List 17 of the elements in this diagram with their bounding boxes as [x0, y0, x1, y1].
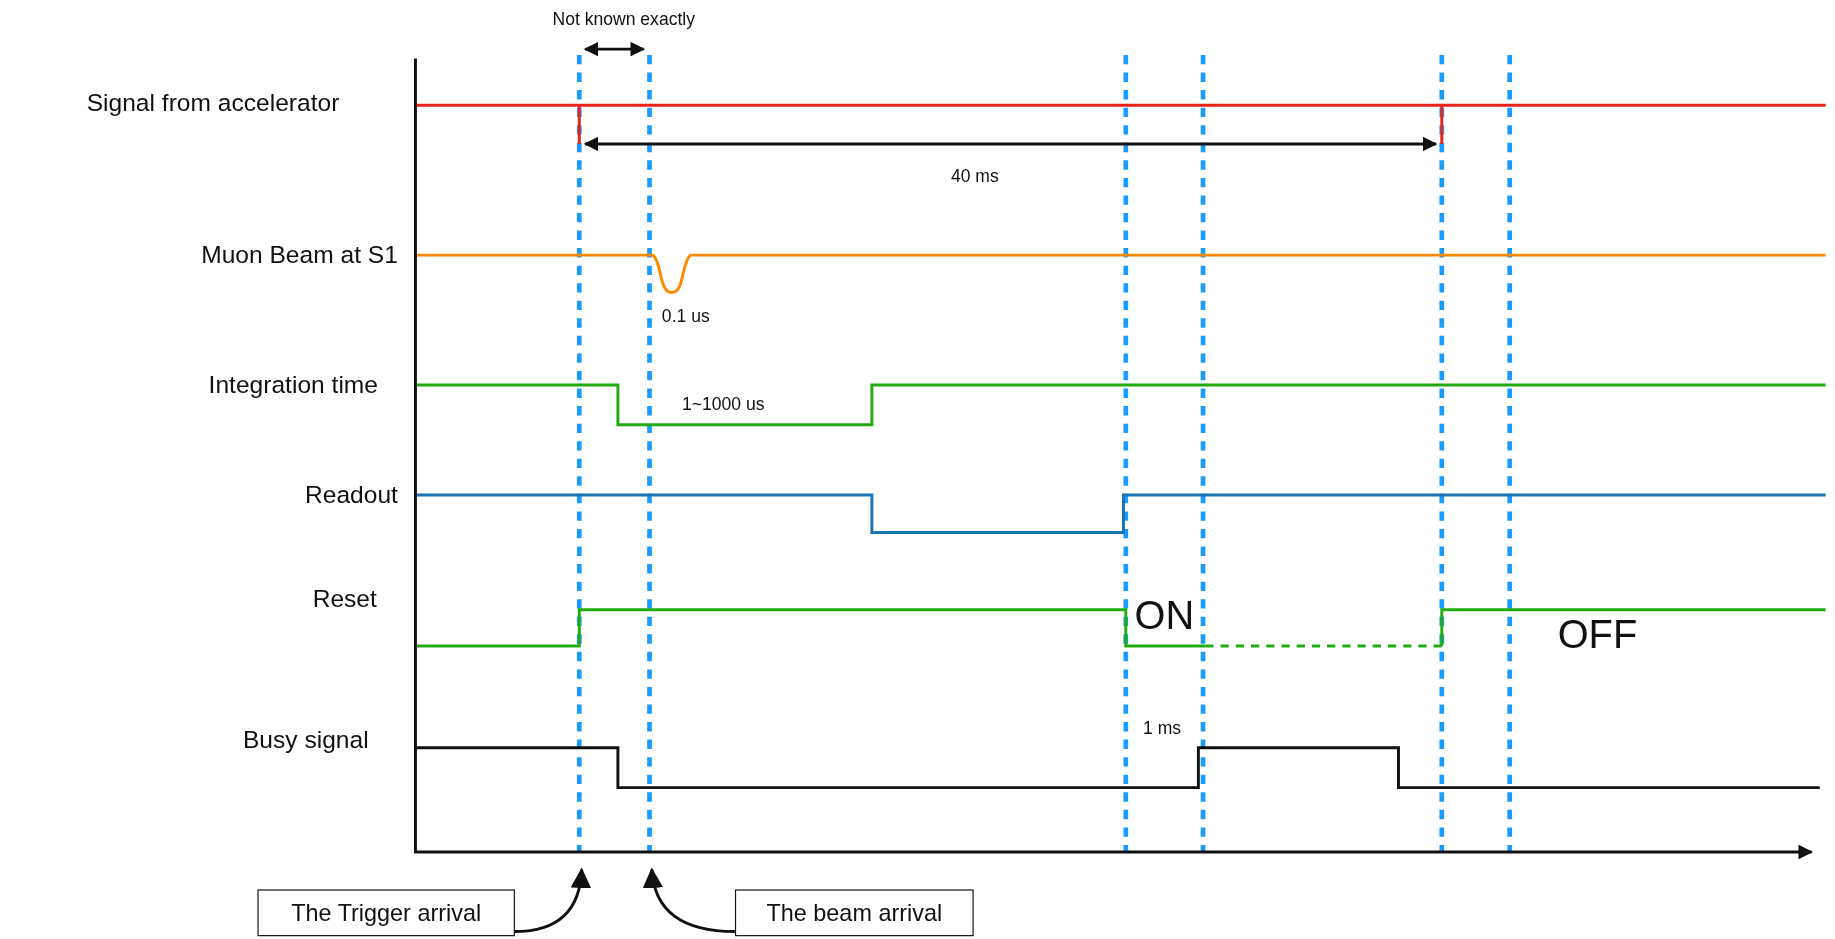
signal-label: Readout: [304, 480, 398, 510]
signal-label: Signal from accelerator: [86, 88, 340, 118]
signal-label: 0.1 us: [661, 305, 710, 327]
signal-label: Reset: [312, 585, 377, 614]
signal-label: OFF: [1557, 611, 1638, 658]
signal-label: 40 ms: [950, 165, 999, 186]
signal-label: Integration time: [208, 370, 378, 400]
callout-box: The beam arrival: [734, 889, 974, 937]
callout-box: The Trigger arrival: [257, 889, 515, 937]
curved-arrow: [514, 867, 591, 933]
signal-label: ON: [1134, 592, 1195, 639]
signal-label: 1~1000 us: [682, 393, 765, 414]
signal-label: Muon Beam at S1: [201, 241, 398, 270]
curved-arrow: [643, 867, 735, 933]
signal-label: Not known exactly: [552, 8, 695, 29]
signal-label: 1 ms: [1143, 717, 1182, 738]
signal-label: Busy signal: [242, 725, 369, 754]
